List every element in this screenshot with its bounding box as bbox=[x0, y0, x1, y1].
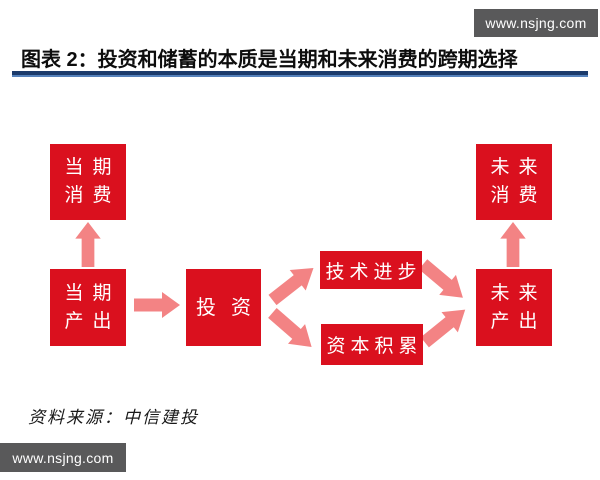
node-future-consumption: 未来 消费 bbox=[476, 144, 552, 220]
node-tech-progress: 技术进步 bbox=[320, 251, 422, 289]
arrow-capital-accumulation-to-future-output bbox=[420, 309, 466, 348]
node-label-line: 当期 bbox=[64, 157, 121, 178]
node-label-line: 未来 bbox=[490, 282, 547, 304]
arrow-current-output-to-current-consumption bbox=[75, 222, 101, 267]
watermark-top: www.nsjng.com bbox=[474, 9, 598, 37]
node-label-line: 当期 bbox=[64, 282, 121, 304]
title-underline bbox=[12, 71, 588, 77]
node-label-line: 技术进步 bbox=[325, 261, 422, 283]
node-current-consumption: 当期 消费 bbox=[50, 144, 126, 220]
node-investment: 投资 bbox=[186, 269, 261, 346]
node-label-line: 产出 bbox=[490, 310, 547, 332]
watermark-bottom: www.nsjng.com bbox=[0, 443, 126, 472]
node-label-line: 未来 bbox=[490, 157, 547, 178]
arrow-investment-to-tech-progress bbox=[268, 267, 314, 306]
arrow-future-output-to-future-consumption bbox=[500, 222, 526, 267]
arrow-current-output-to-investment bbox=[134, 292, 180, 318]
node-current-output: 当期 产出 bbox=[50, 269, 126, 346]
node-label-line: 消费 bbox=[64, 185, 121, 206]
node-label-line: 消费 bbox=[490, 185, 547, 206]
figure-title: 图表 2：投资和储蓄的本质是当期和未来消费的跨期选择 bbox=[21, 49, 518, 71]
node-capital-accumulation: 资本积累 bbox=[321, 324, 423, 365]
node-future-output: 未来 产出 bbox=[476, 269, 552, 346]
node-label-line: 投资 bbox=[196, 296, 266, 319]
node-label-line: 资本积累 bbox=[326, 336, 423, 357]
node-label-line: 产出 bbox=[64, 310, 121, 332]
arrow-investment-to-capital-accumulation bbox=[268, 308, 312, 348]
arrow-tech-progress-to-future-output bbox=[418, 259, 463, 298]
source-note: 资料来源：中信建投 bbox=[28, 408, 199, 427]
